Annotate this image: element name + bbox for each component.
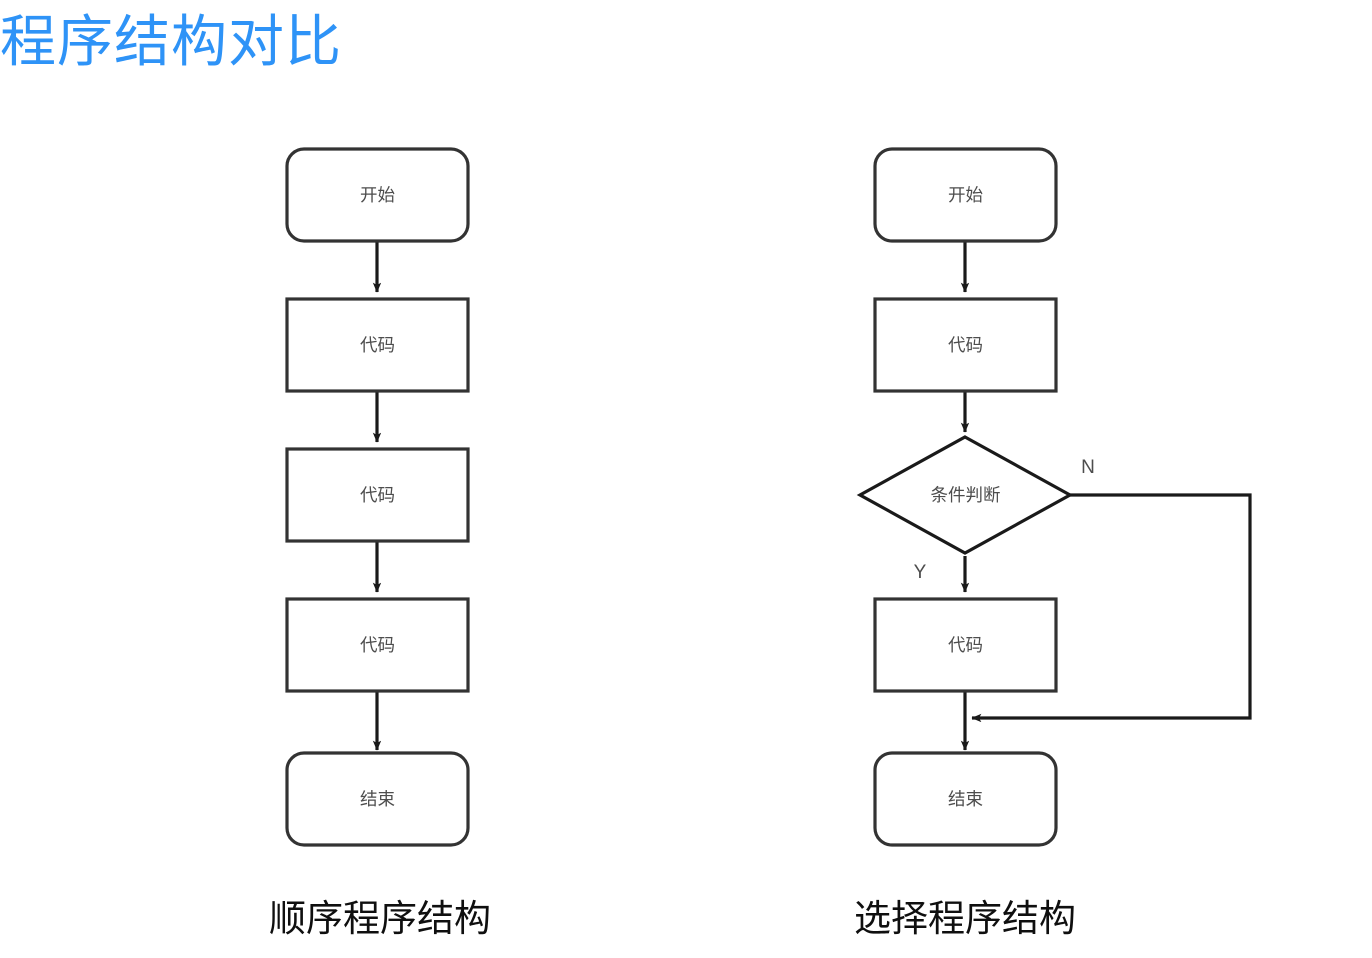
edge-sel-decision-no-loopback [971,493,1252,723]
node-sel-decision-shape [856,435,1074,555]
node-seq-start[interactable]: 开始 [285,147,470,243]
node-seq-start-shape [285,147,470,243]
node-seq-end[interactable]: 结束 [285,751,470,847]
node-sel-start-shape [873,147,1058,243]
node-seq-code-1-label: 代码 [360,335,395,355]
node-seq-end-label: 结束 [360,789,395,809]
node-sel-code-1-label: 代码 [948,335,983,355]
node-seq-code-2-label: 代码 [360,485,395,505]
node-sel-end[interactable]: 结束 [873,751,1058,847]
node-seq-start-label: 开始 [360,185,395,205]
node-sel-end-shape [873,751,1058,847]
node-sel-code-1[interactable]: 代码 [873,297,1058,393]
node-sel-code-2[interactable]: 代码 [873,597,1058,693]
caption-sequential-structure: 顺序程序结构 [269,898,491,939]
node-sel-decision[interactable]: 条件判断 [856,435,1074,555]
node-seq-code-1[interactable]: 代码 [285,297,470,393]
node-sel-end-label: 结束 [948,789,983,809]
node-seq-code-3-label: 代码 [360,635,395,655]
node-seq-code-1-shape [285,297,470,393]
node-sel-code-2-shape [873,597,1058,693]
node-sel-code-2-label: 代码 [948,635,983,655]
node-seq-code-2[interactable]: 代码 [285,447,470,543]
node-sel-start[interactable]: 开始 [873,147,1058,243]
page-title: 程序结构对比 [0,12,342,74]
node-sel-code-1-shape [873,297,1058,393]
caption-selection-structure: 选择程序结构 [854,898,1076,939]
node-seq-code-2-shape [285,447,470,543]
node-seq-code-3[interactable]: 代码 [285,597,470,693]
flowchart-selection: Y N 开始 代码 条件判断 代码 结束 [856,147,1252,847]
node-seq-end-shape [285,751,470,847]
flowchart-sequential: 开始 代码 代码 代码 结束 [285,147,470,847]
node-sel-start-label: 开始 [948,185,983,205]
branch-label-no: N [1081,457,1095,478]
branch-label-yes: Y [914,562,927,583]
node-seq-code-3-shape [285,597,470,693]
node-sel-decision-label: 条件判断 [931,485,1001,505]
